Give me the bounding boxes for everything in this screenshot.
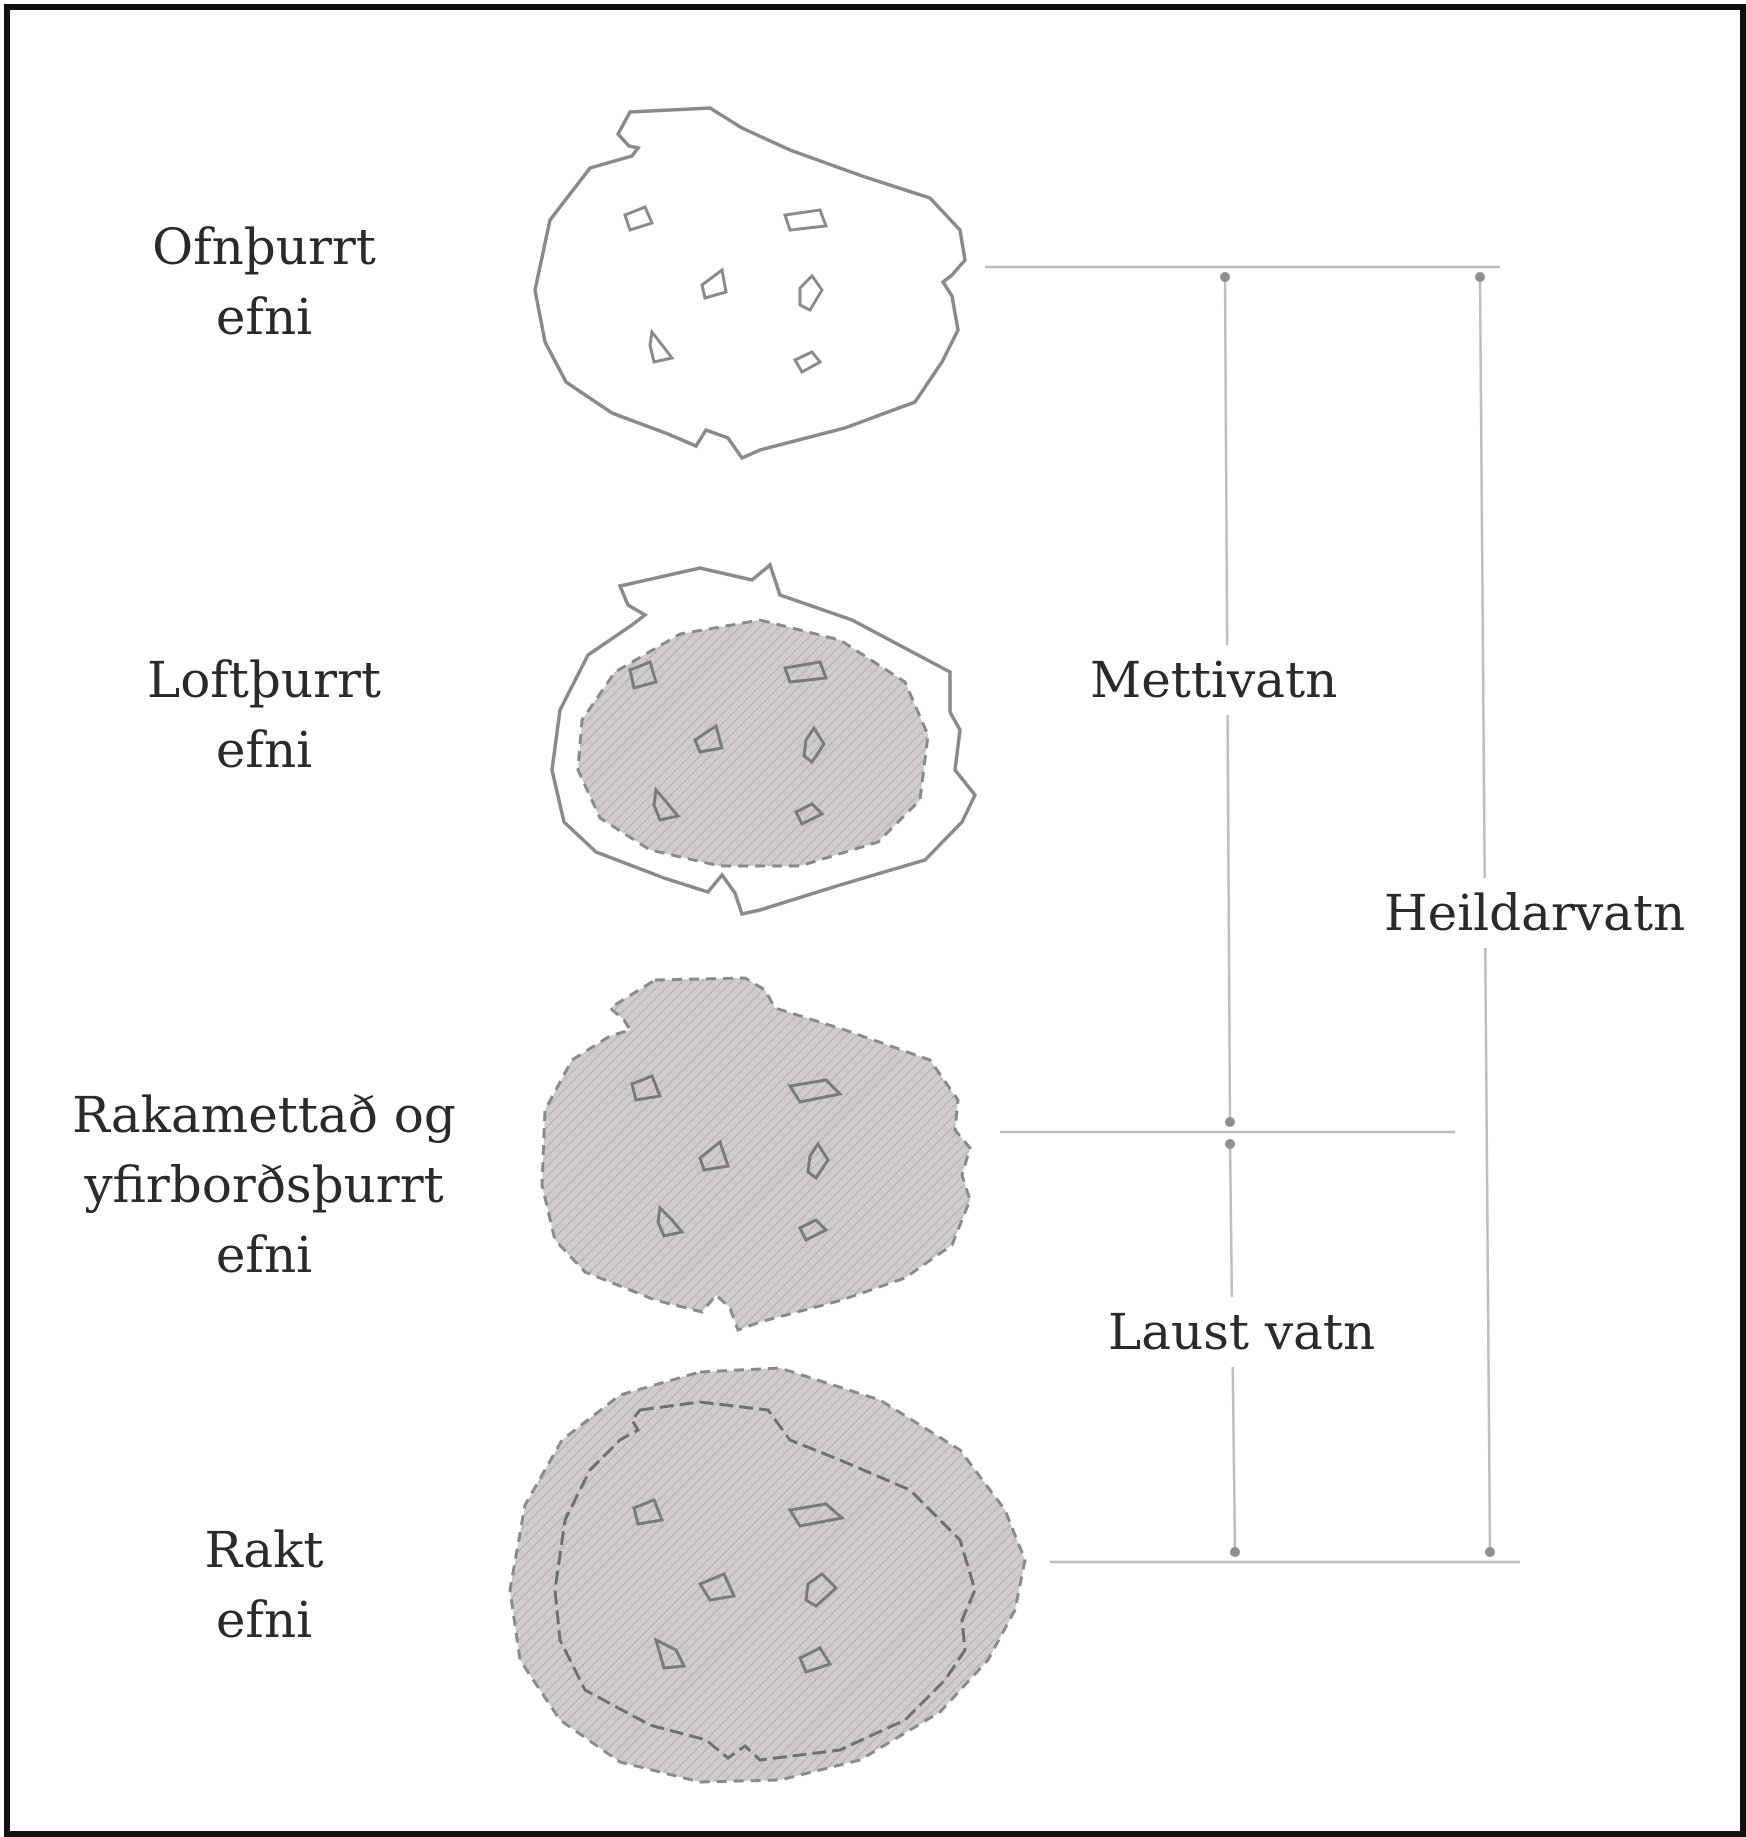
label-mettivatn: Mettivatn (1078, 645, 1350, 715)
bracket-dot (1225, 1139, 1235, 1149)
label-laust-vatn: Laust vatn (1096, 1297, 1388, 1367)
label-heildarvatn: Heildarvatn (1372, 878, 1698, 948)
bracket-end-dots (1220, 272, 1495, 1557)
bracket-dot (1230, 1547, 1240, 1557)
particle-ssd-outline (540, 976, 972, 1332)
particle-moist-pores (632, 1498, 846, 1674)
label-moist: Rakt efni (4, 1515, 524, 1655)
particle-moist (508, 1366, 1027, 1784)
particle-air-dry (550, 562, 978, 917)
particle-moist-inner-outline (553, 1400, 977, 1762)
particle-oven-dry-pores (623, 205, 829, 375)
particle-ssd (540, 976, 972, 1332)
particle-oven-dry (533, 106, 967, 461)
bracket-dot (1220, 272, 1230, 282)
label-air-dry: Loftþurrt efni (4, 645, 524, 785)
bracket-dot (1225, 1117, 1235, 1127)
label-ssd-line1: Rakamettað og (72, 1086, 456, 1144)
label-air-dry-line1: Loftþurrt (146, 651, 381, 709)
label-ssd: Rakamettað og yfirborðsþurrt efni (4, 1080, 524, 1290)
label-oven-dry: Ofnþurrt efni (4, 212, 524, 352)
particle-oven-dry-outline (533, 106, 967, 461)
label-ssd-line3: efni (215, 1226, 313, 1284)
label-oven-dry-line1: Ofnþurrt (152, 218, 376, 276)
label-oven-dry-line2: efni (215, 288, 313, 346)
label-air-dry-line2: efni (215, 721, 313, 779)
bracket-dot (1485, 1547, 1495, 1557)
particle-air-dry-pores (628, 659, 829, 827)
particle-ssd-pores (630, 1074, 844, 1243)
particle-air-dry-wet-core (576, 618, 930, 868)
label-moist-line1: Rakt (204, 1521, 324, 1579)
bracket-dot (1475, 272, 1485, 282)
particle-moist-water-film (508, 1366, 1027, 1784)
label-moist-line2: efni (215, 1591, 313, 1649)
label-ssd-line2: yfirborðsþurrt (84, 1156, 444, 1214)
